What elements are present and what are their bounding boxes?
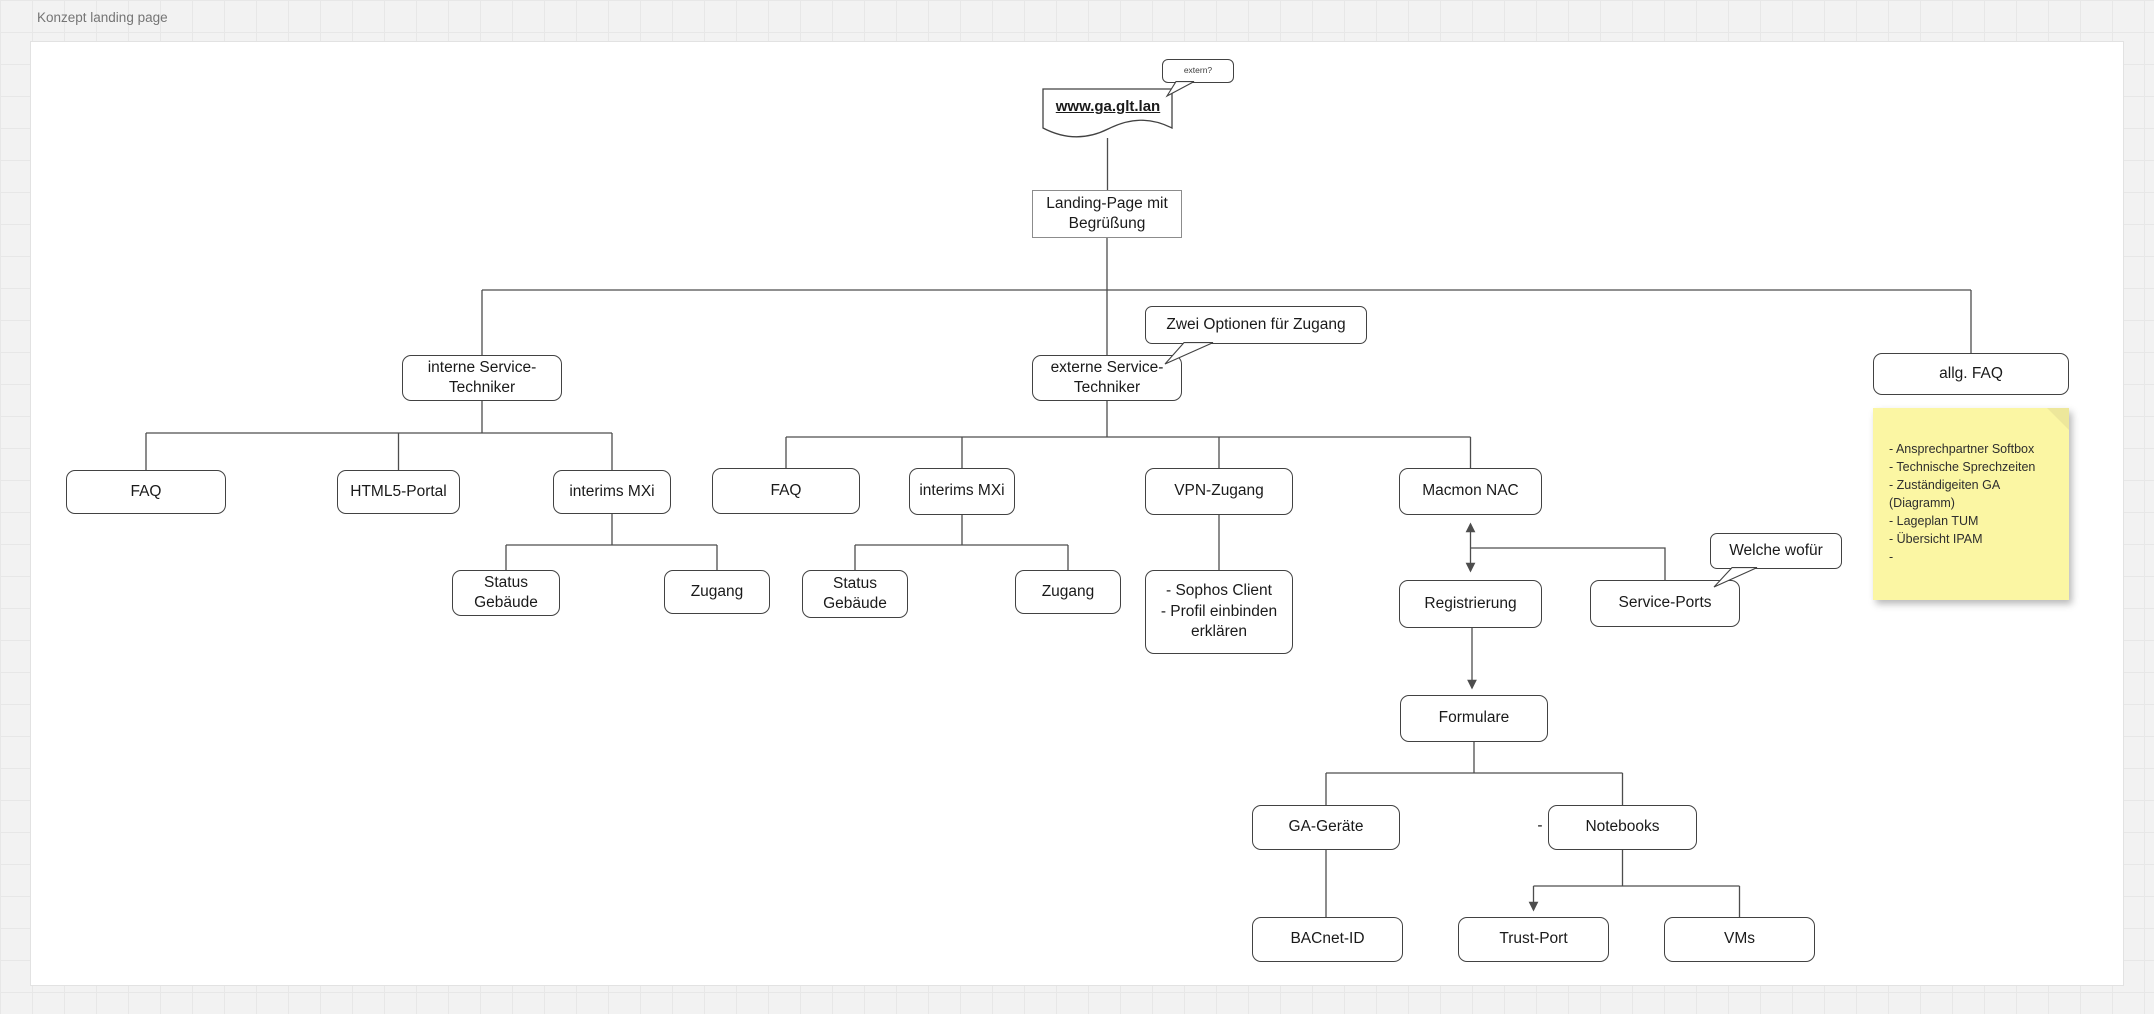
node-interims-mxi-externe[interactable]: interims MXi (909, 468, 1015, 515)
node-sophos-client-info[interactable]: - Sophos Client - Profil einbinden erklä… (1145, 570, 1293, 654)
note-line: (Diagramm) (1889, 496, 1955, 511)
node-faq-interne[interactable]: FAQ (66, 470, 226, 514)
node-faq-externe[interactable]: FAQ (712, 468, 860, 514)
note-line: - Übersicht IPAM (1889, 531, 1983, 546)
node-notebooks[interactable]: Notebooks (1548, 805, 1697, 850)
note-line: - Lageplan TUM (1889, 513, 1979, 528)
node-interims-mxi-interne[interactable]: interims MXi (553, 470, 671, 514)
note-line: - Technische Sprechzeiten (1889, 460, 2036, 475)
node-interne-service-techniker[interactable]: interne Service-Techniker (402, 355, 562, 401)
node-service-ports[interactable]: Service-Ports (1590, 580, 1740, 627)
node-status-gebaeude-interne[interactable]: Status Gebäude (452, 570, 560, 616)
url-document-shape[interactable] (1042, 88, 1174, 142)
node-zugang-externe[interactable]: Zugang (1015, 570, 1121, 614)
node-registrierung[interactable]: Registrierung (1399, 580, 1542, 628)
diagram-title: Konzept landing page (37, 10, 168, 25)
node-vpn-zugang[interactable]: VPN-Zugang (1145, 468, 1293, 515)
note-line: - (1889, 549, 1894, 564)
node-landing-page[interactable]: Landing-Page mit Begrüßung (1032, 190, 1182, 238)
zwei-optionen-callout[interactable]: Zwei Optionen für Zugang (1145, 306, 1367, 344)
note-line: - Ansprechpartner Softbox (1889, 442, 2035, 457)
node-ga-geraete[interactable]: GA-Geräte (1252, 805, 1400, 850)
welche-wofuer-callout[interactable]: Welche wofür (1710, 533, 1842, 569)
node-zugang-interne[interactable]: Zugang (664, 570, 770, 614)
node-vms[interactable]: VMs (1664, 917, 1815, 962)
node-bacnet-id[interactable]: BACnet-ID (1252, 917, 1403, 962)
node-externe-service-techniker[interactable]: externe Service-Techniker (1032, 355, 1182, 401)
url-document-label: www.ga.glt.lan (1055, 98, 1161, 115)
node-status-gebaeude-externe[interactable]: Status Gebäude (802, 570, 908, 618)
node-trust-port[interactable]: Trust-Port (1458, 917, 1609, 962)
node-macmon-nac[interactable]: Macmon NAC (1399, 468, 1542, 515)
note-line: - Zuständigeiten GA (1889, 478, 2001, 493)
extern-question-bubble[interactable]: extern? (1162, 59, 1234, 83)
node-formulare[interactable]: Formulare (1400, 695, 1548, 742)
stray-dash-text[interactable]: - (1537, 816, 1543, 834)
node-html5-portal[interactable]: HTML5-Portal (337, 470, 460, 514)
sticky-note[interactable]: - Ansprechpartner Softbox - Technische S… (1873, 408, 2069, 600)
node-allg-faq[interactable]: allg. FAQ (1873, 353, 2069, 395)
